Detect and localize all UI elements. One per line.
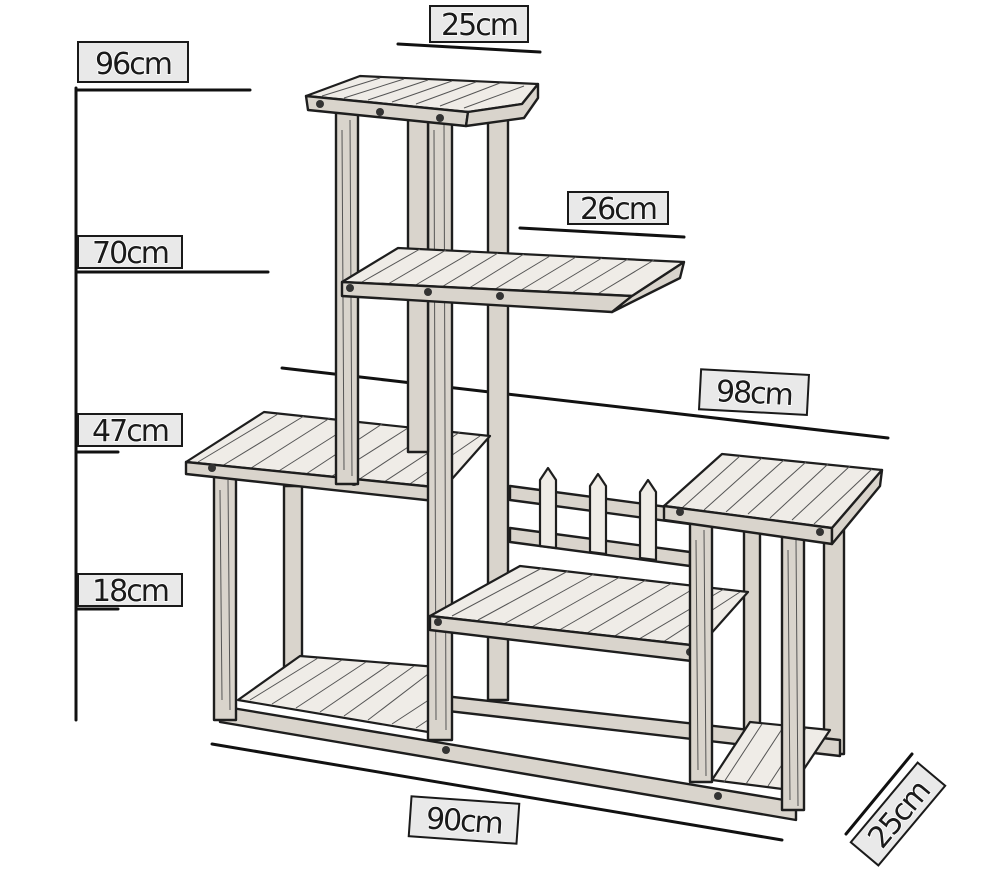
label-right-width: 98cm xyxy=(697,368,811,416)
bottom-width-line xyxy=(210,742,784,842)
svg-text:47cm: 47cm xyxy=(92,414,168,449)
second-width-line xyxy=(518,226,686,239)
svg-text:18cm: 18cm xyxy=(92,574,168,609)
label-depth: 25cm xyxy=(849,761,947,867)
label-third-shelf-height: 47cm xyxy=(77,413,183,450)
right-front-right-post xyxy=(780,532,806,812)
svg-text:96cm: 96cm xyxy=(95,47,171,82)
label-second-shelf-width: 26cm xyxy=(567,191,669,228)
dimension-lines xyxy=(74,42,914,842)
second-shelf xyxy=(340,246,686,314)
shelf-stand xyxy=(184,74,884,822)
svg-text:26cm: 26cm xyxy=(580,192,656,227)
label-top-width: 25cm xyxy=(429,5,529,44)
svg-text:98cm: 98cm xyxy=(715,374,793,413)
tall-front-left-post xyxy=(334,110,360,486)
label-bottom-width: 90cm xyxy=(407,795,521,845)
right-shelf xyxy=(662,452,884,546)
top-shelf xyxy=(304,74,540,128)
right-width-line xyxy=(280,366,890,440)
label-fourth-shelf-height: 18cm xyxy=(77,573,183,610)
depth-line xyxy=(844,752,914,836)
label-second-shelf-height: 70cm xyxy=(77,235,183,272)
front-left-post xyxy=(212,468,238,722)
tall-front-right-post xyxy=(426,110,454,742)
dimension-labels: 25cm 96cm 26cm 70cm 98cm 47cm 18cm 90cm xyxy=(77,5,947,867)
mid-right-back-post xyxy=(742,523,762,737)
label-total-height: 96cm xyxy=(77,41,189,83)
right-front-left-post xyxy=(688,518,714,784)
svg-text:25cm: 25cm xyxy=(441,8,517,43)
top-width-line xyxy=(396,42,542,54)
svg-text:70cm: 70cm xyxy=(92,236,168,271)
svg-text:90cm: 90cm xyxy=(425,801,503,841)
